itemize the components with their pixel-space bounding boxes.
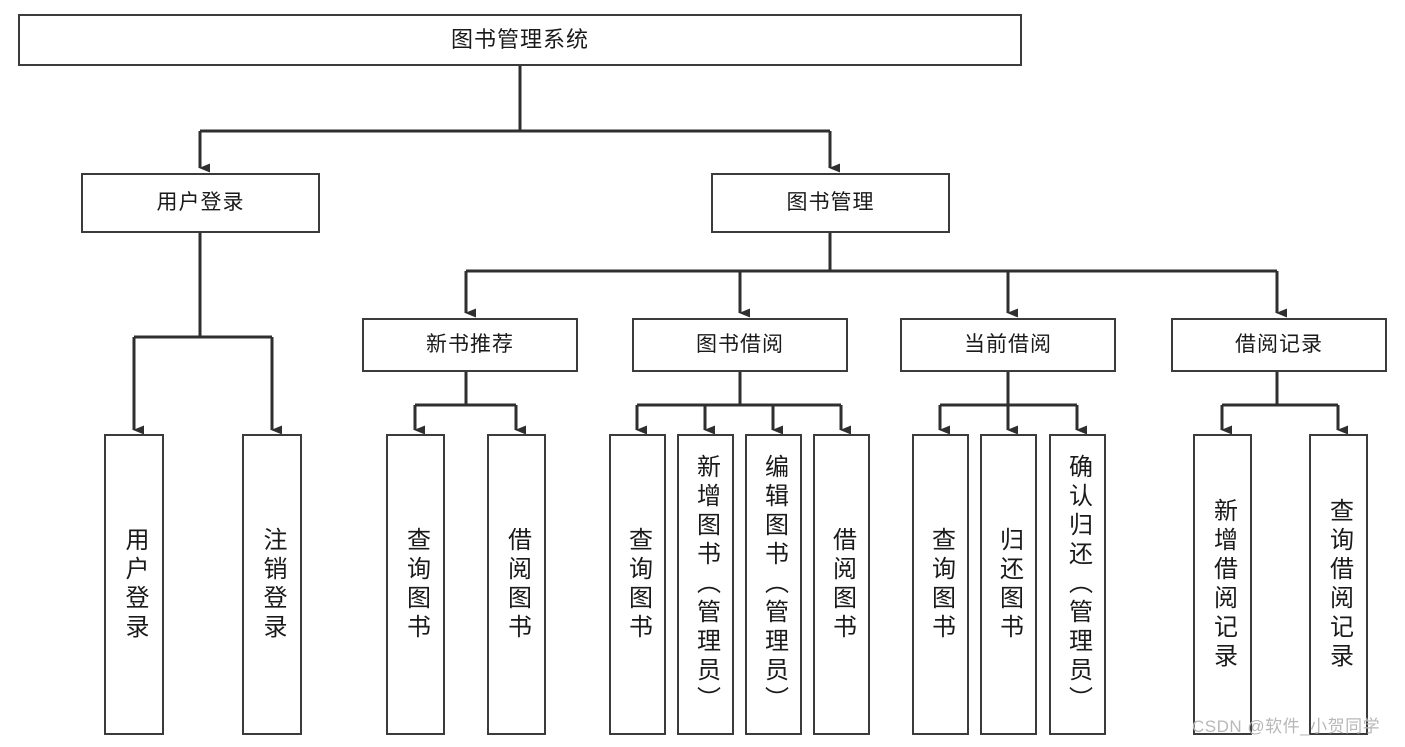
leaf-current-borrow-return-book[interactable]: 归还图书 xyxy=(980,434,1037,735)
leaf-current-borrow-query-book[interactable]: 查询图书 xyxy=(912,434,969,735)
node-root-book-management-system[interactable]: 图书管理系统 xyxy=(18,14,1022,66)
leaf-borrow-records-query-record[interactable]: 查询借阅记录 xyxy=(1309,434,1368,735)
leaf-user-login-login[interactable]: 用户登录 xyxy=(104,434,164,735)
node-label: 借阅记录 xyxy=(1235,332,1323,356)
leaf-book-borrow-query-book[interactable]: 查询图书 xyxy=(609,434,666,735)
leaf-new-book-query-book[interactable]: 查询图书 xyxy=(386,434,445,735)
node-label: 查询借阅记录 xyxy=(1325,497,1353,672)
node-book-borrow[interactable]: 图书借阅 xyxy=(632,318,848,372)
node-label: 图书管理系统 xyxy=(450,27,589,53)
node-label: 用户登录 xyxy=(121,526,148,643)
node-label: 借阅图书 xyxy=(828,526,856,643)
node-label: 查询图书 xyxy=(624,526,652,643)
node-label: 归还图书 xyxy=(995,526,1023,643)
node-label: 注销登录 xyxy=(259,526,286,643)
node-label: 编辑图书（管理员） xyxy=(760,454,788,715)
node-borrow-records[interactable]: 借阅记录 xyxy=(1171,318,1387,372)
leaf-book-borrow-edit-book-admin[interactable]: 编辑图书（管理员） xyxy=(745,434,802,735)
leaf-user-login-logout[interactable]: 注销登录 xyxy=(242,434,302,735)
node-label: 用户登录 xyxy=(156,190,245,214)
node-label: 查询图书 xyxy=(927,526,955,643)
node-label: 图书借阅 xyxy=(696,332,784,356)
csdn-watermark: CSDN @软件_小贺同学 xyxy=(1192,717,1381,736)
node-label: 借阅图书 xyxy=(503,526,531,643)
node-label: 当前借阅 xyxy=(964,332,1052,356)
node-label: 新书推荐 xyxy=(426,332,514,356)
node-label: 图书管理 xyxy=(786,190,875,214)
node-label: 新增图书（管理员） xyxy=(692,454,720,715)
leaf-current-borrow-confirm-return-admin[interactable]: 确认归还（管理员） xyxy=(1049,434,1106,735)
leaf-borrow-records-add-record[interactable]: 新增借阅记录 xyxy=(1193,434,1252,735)
node-new-book-recommend[interactable]: 新书推荐 xyxy=(362,318,578,372)
node-label: 确认归还（管理员） xyxy=(1064,454,1092,715)
node-label: 新增借阅记录 xyxy=(1209,497,1237,672)
node-book-management[interactable]: 图书管理 xyxy=(711,173,950,233)
node-user-login[interactable]: 用户登录 xyxy=(81,173,320,233)
leaf-book-borrow-add-book-admin[interactable]: 新增图书（管理员） xyxy=(677,434,734,735)
leaf-book-borrow-borrow-book[interactable]: 借阅图书 xyxy=(813,434,870,735)
node-current-borrow[interactable]: 当前借阅 xyxy=(900,318,1116,372)
leaf-new-book-borrow-book[interactable]: 借阅图书 xyxy=(487,434,546,735)
node-label: 查询图书 xyxy=(402,526,430,643)
